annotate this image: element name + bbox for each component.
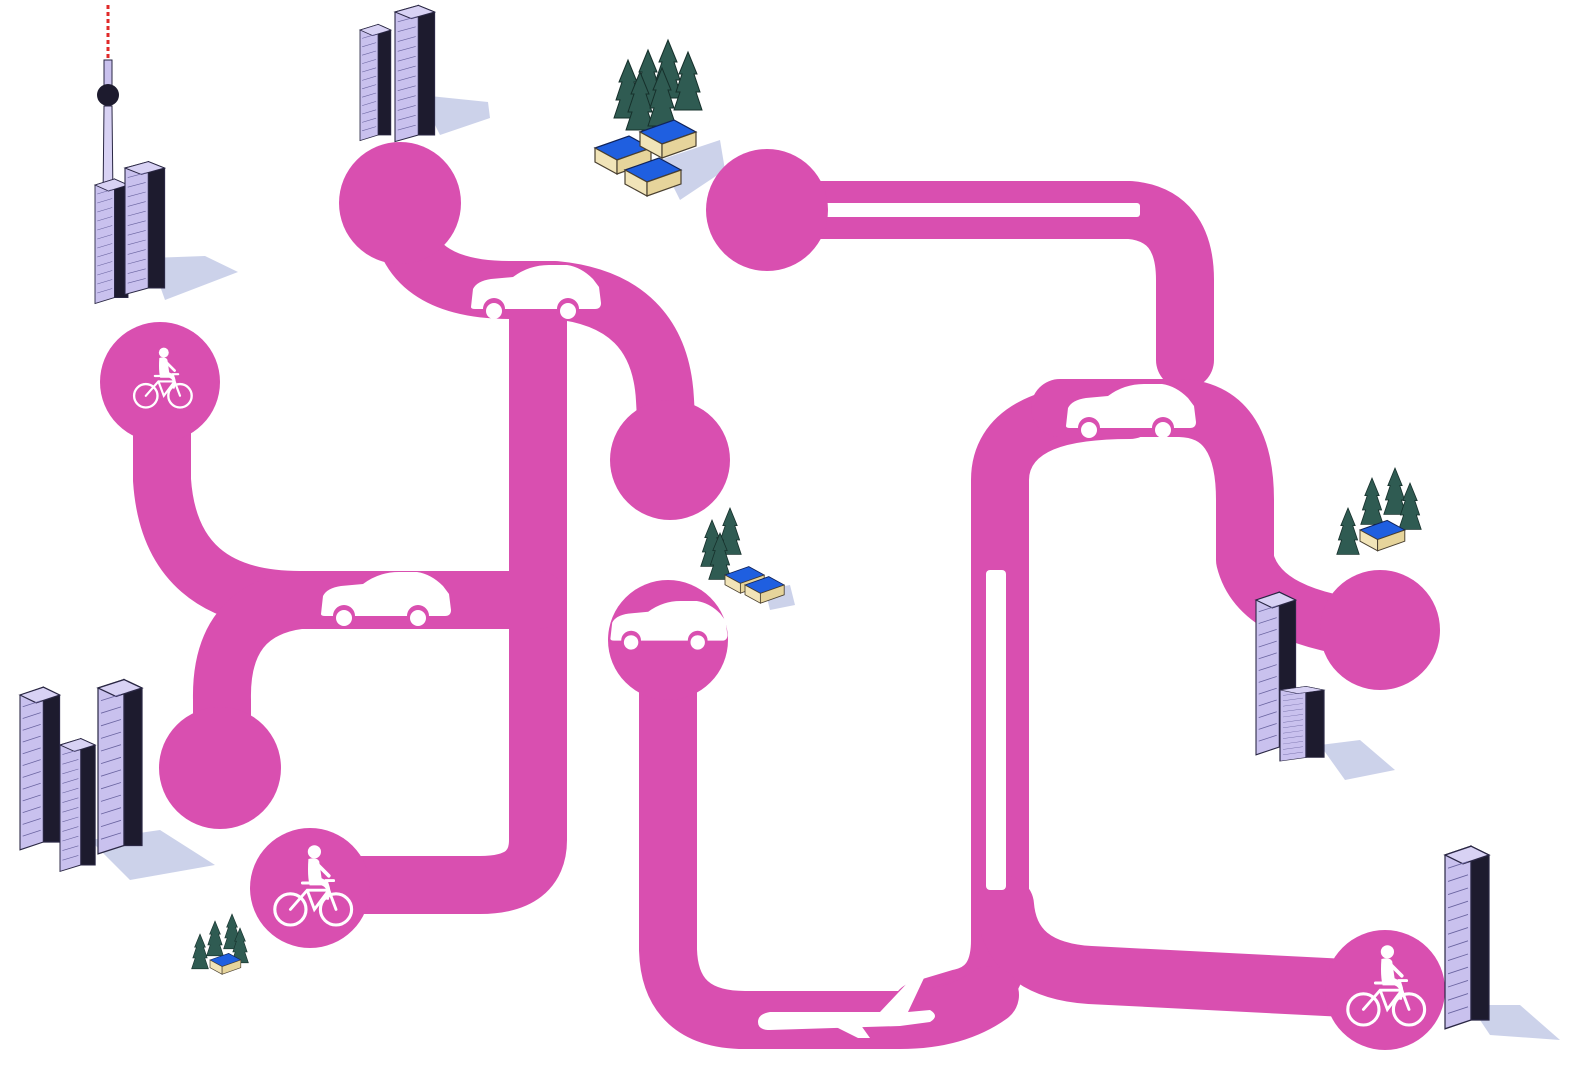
tree-icon (673, 51, 703, 111)
train-icon (820, 203, 1140, 217)
skyscraper-icon (19, 686, 61, 851)
station-node (159, 707, 281, 829)
tv-tower-icon (97, 5, 119, 201)
tree-icon (191, 933, 209, 970)
station-node (706, 149, 828, 271)
station-node (1320, 570, 1440, 690)
skyscraper-icon (359, 23, 392, 142)
forest-cluster-middle (700, 507, 785, 604)
skyscraper-icon (1279, 685, 1325, 762)
train-icon (986, 570, 1006, 890)
tree-icon (206, 920, 224, 957)
route-stations (100, 142, 1445, 1050)
skyscraper-icon (124, 161, 166, 295)
forest-cluster-right (1336, 467, 1422, 555)
skyscraper-icon (394, 4, 436, 143)
skyscraper-icon (1444, 845, 1490, 1030)
skyscraper-icon (59, 738, 96, 872)
tree-icon (1360, 477, 1384, 525)
solar-panel-icon (1359, 519, 1406, 552)
track-lines (820, 203, 1140, 890)
skyscraper-icon (97, 678, 143, 855)
station-node (339, 142, 461, 264)
station-node (250, 828, 370, 948)
tree-icon (1336, 507, 1360, 555)
forest-cluster-bottom-left (191, 913, 249, 975)
skyscraper-icon (94, 178, 129, 304)
station-node (610, 400, 730, 520)
